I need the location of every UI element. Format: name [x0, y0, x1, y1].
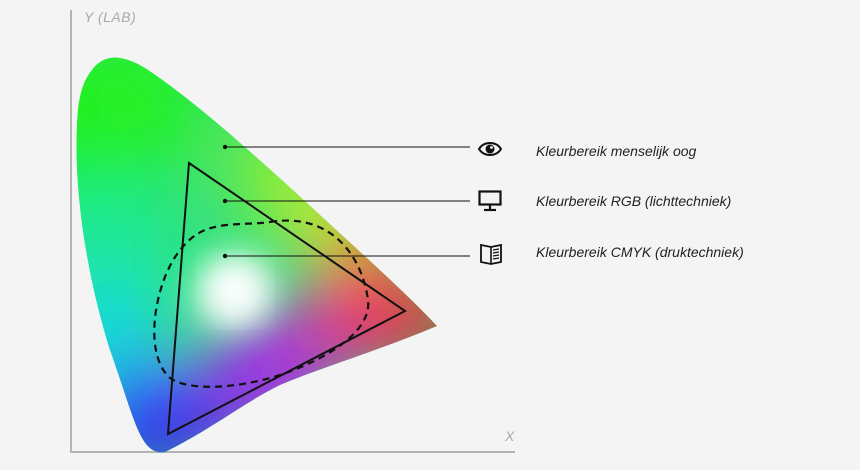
legend-label-human-eye: Kleurbereik menselijk oog: [536, 143, 697, 159]
y-axis-label: Y (LAB): [84, 9, 137, 25]
print-icon: [480, 243, 502, 265]
leader-lines: [222, 144, 470, 259]
eye-icon: [477, 142, 503, 156]
legend-label-cmyk: Kleurbereik CMYK (druktechniek): [536, 244, 744, 260]
human-eye-gamut: [76, 57, 438, 453]
legend-label-rgb: Kleurbereik RGB (lichttechniek): [536, 193, 732, 209]
x-axis-label: X: [505, 428, 515, 444]
cmyk-gamut-outline: [153, 219, 370, 388]
monitor-icon: [478, 190, 502, 212]
